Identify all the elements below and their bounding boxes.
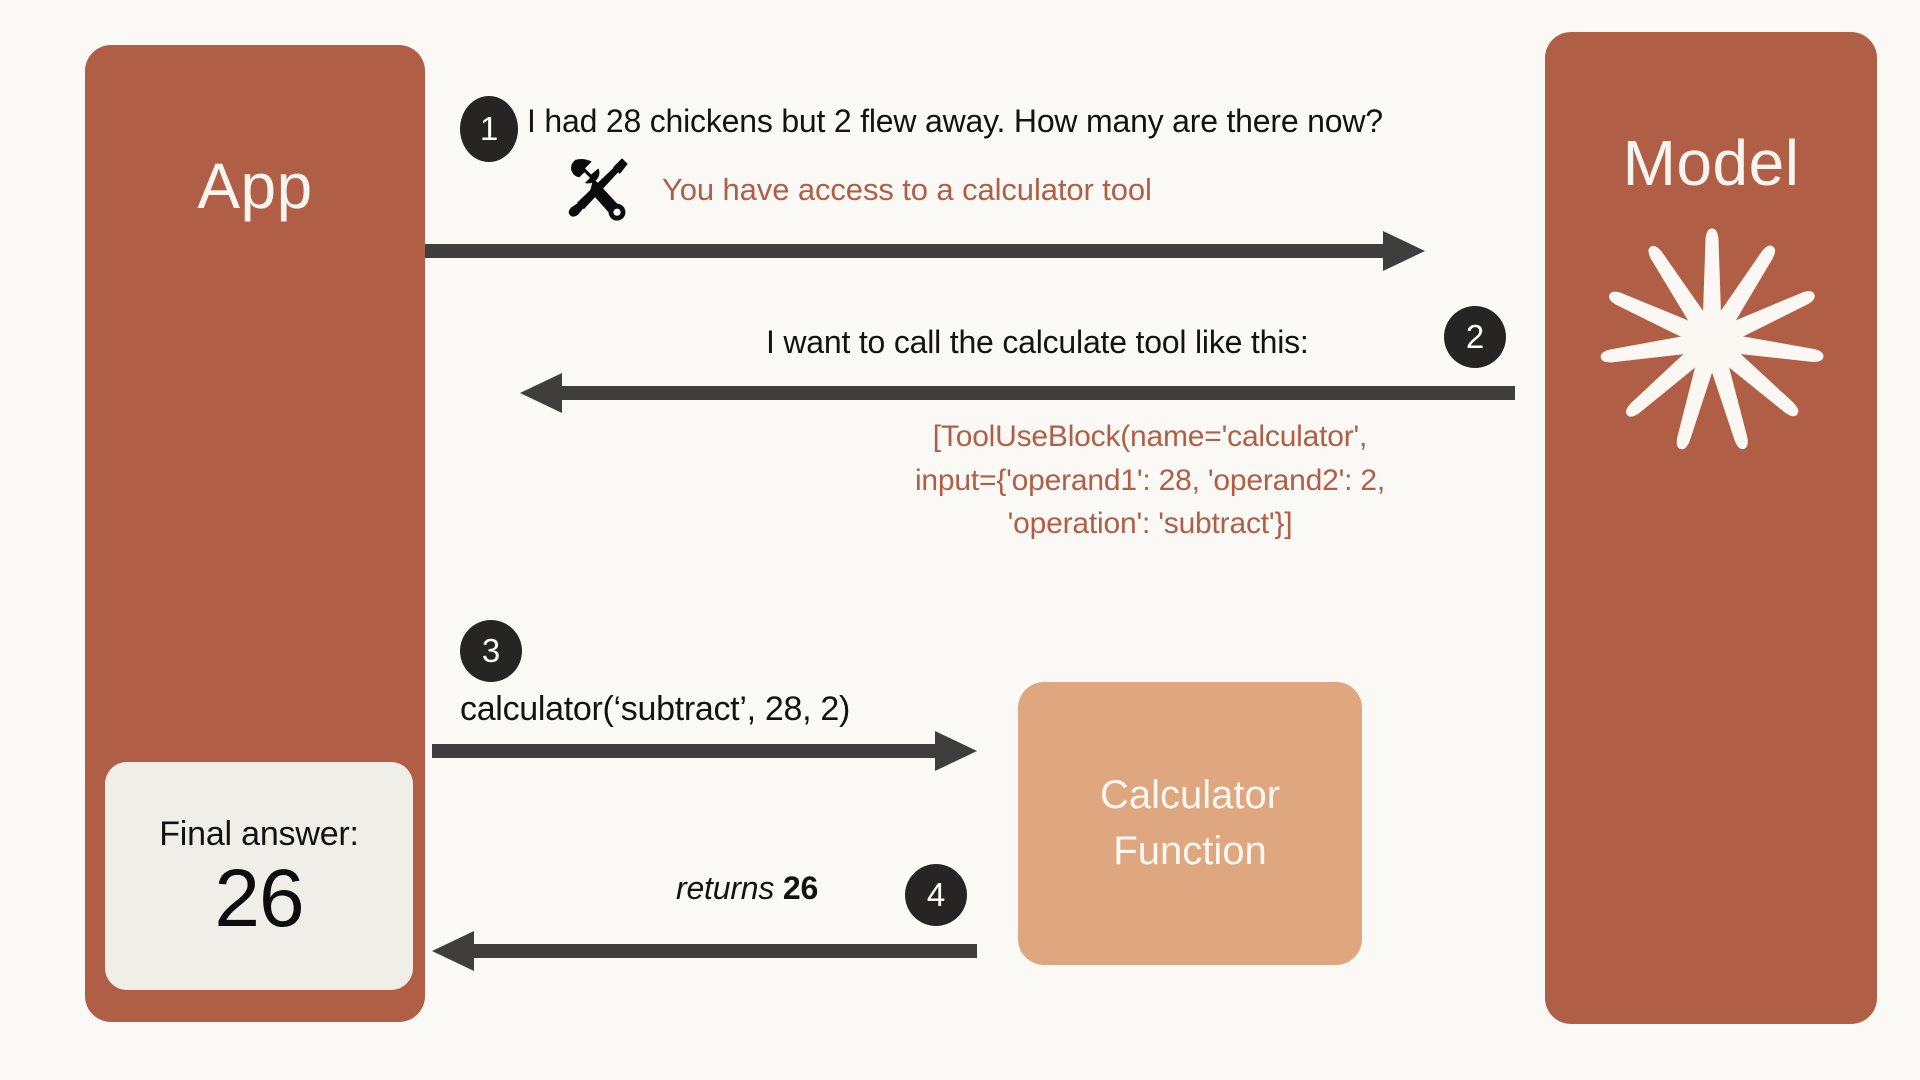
step-4-message-bold: 26 — [782, 870, 819, 906]
final-answer-value: 26 — [214, 852, 304, 944]
anthropic-starburst-icon — [1600, 228, 1824, 450]
step-4-message: returns 26 — [676, 870, 818, 907]
arrow-app-to-calculator — [432, 731, 977, 771]
final-answer-label: Final answer: — [159, 815, 359, 854]
step-badge-1: 1 — [460, 96, 518, 162]
step-badge-2: 2 — [1444, 306, 1506, 368]
final-answer-card: Final answer: 26 — [105, 762, 413, 990]
calculator-box-line1: Calculator — [1099, 773, 1281, 818]
step-2-message: I want to call the calculate tool like t… — [766, 324, 1309, 360]
step-1-message: I had 28 chickens but 2 flew away. How m… — [527, 103, 1383, 139]
step-badge-3: 3 — [460, 620, 522, 682]
step-1-tool-note: You have access to a calculator tool — [662, 172, 1152, 207]
hammer-and-wrench-icon — [568, 158, 628, 221]
tool-use-block-line-3: 'operation': 'subtract'}] — [1007, 507, 1293, 540]
tool-use-block-line-1: [ToolUseBlock(name='calculator', — [932, 420, 1368, 453]
step-badge-4: 4 — [905, 864, 967, 926]
arrow-calculator-to-app — [432, 931, 977, 971]
model-panel: Model — [1545, 32, 1877, 1024]
arrow-model-to-app — [520, 373, 1515, 413]
tool-use-block-line-2: input={'operand1': 28, 'operand2': 2, — [914, 463, 1386, 497]
calculator-box-line2: Function — [1113, 828, 1267, 873]
step-2-tool-use-block: [ToolUseBlock(name='calculator', input={… — [780, 415, 1520, 546]
step-3-message: calculator(‘subtract’, 28, 2) — [460, 690, 851, 728]
step-4-message-italic: returns — [676, 870, 775, 906]
calculator-function-box: Calculator Function — [1018, 682, 1362, 965]
app-panel-title: App — [197, 150, 313, 222]
arrow-app-to-model — [425, 231, 1425, 271]
model-panel-title: Model — [1622, 127, 1800, 199]
